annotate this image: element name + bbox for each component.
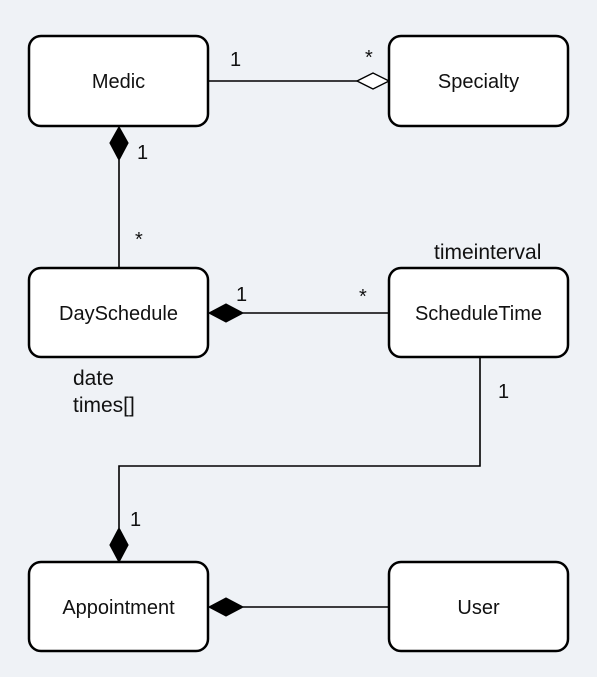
class-box xyxy=(387,34,570,128)
class-name: User xyxy=(457,597,500,619)
attribute-dayschedule-date: date xyxy=(73,367,114,390)
multiplicity-scheduletime-appointment-source: 1 xyxy=(498,381,509,403)
composition-diamond-icon xyxy=(109,125,129,162)
class-name: Specialty xyxy=(438,71,519,93)
multiplicity-dayschedule-scheduletime-source: 1 xyxy=(236,284,247,306)
class-box xyxy=(387,266,570,359)
edge-user-appointment xyxy=(207,597,389,617)
class-box xyxy=(27,560,210,653)
class-name: DaySchedule xyxy=(59,303,178,325)
class-name: Medic xyxy=(92,71,145,93)
composition-diamond-icon xyxy=(207,597,245,617)
multiplicity-medic-specialty-target: * xyxy=(365,47,373,69)
class-name: Appointment xyxy=(62,597,175,619)
multiplicity-medic-dayschedule-target: * xyxy=(135,229,143,251)
multiplicity-dayschedule-scheduletime-target: * xyxy=(359,286,367,308)
class-appointment: Appointment xyxy=(27,560,210,653)
composition-diamond-icon xyxy=(109,526,129,564)
multiplicity-medic-dayschedule-source: 1 xyxy=(137,142,148,164)
attribute-dayschedule-times: times[] xyxy=(73,394,135,417)
class-medic: Medic xyxy=(27,34,210,128)
class-user: User xyxy=(387,560,570,653)
class-box xyxy=(387,560,570,653)
edge-medic-specialty xyxy=(208,72,391,90)
multiplicity-scheduletime-appointment-target: 1 xyxy=(130,509,141,531)
edge-dayschedule-scheduletime xyxy=(207,303,389,323)
class-name: ScheduleTime xyxy=(415,303,542,325)
class-box xyxy=(27,266,210,359)
edge-medic-dayschedule xyxy=(109,125,129,267)
multiplicity-medic-specialty-source: 1 xyxy=(230,49,241,71)
class-specialty: Specialty xyxy=(387,34,570,128)
edge-line xyxy=(118,357,481,528)
class-scheduletime: ScheduleTime xyxy=(387,266,570,359)
class-box xyxy=(27,34,210,128)
class-dayschedule: DaySchedule xyxy=(27,266,210,359)
attribute-scheduletime-timeinterval: timeinterval xyxy=(434,241,541,264)
aggregation-diamond-icon xyxy=(355,72,391,90)
composition-diamond-icon xyxy=(207,303,245,323)
edge-scheduletime-appointment xyxy=(109,357,481,564)
